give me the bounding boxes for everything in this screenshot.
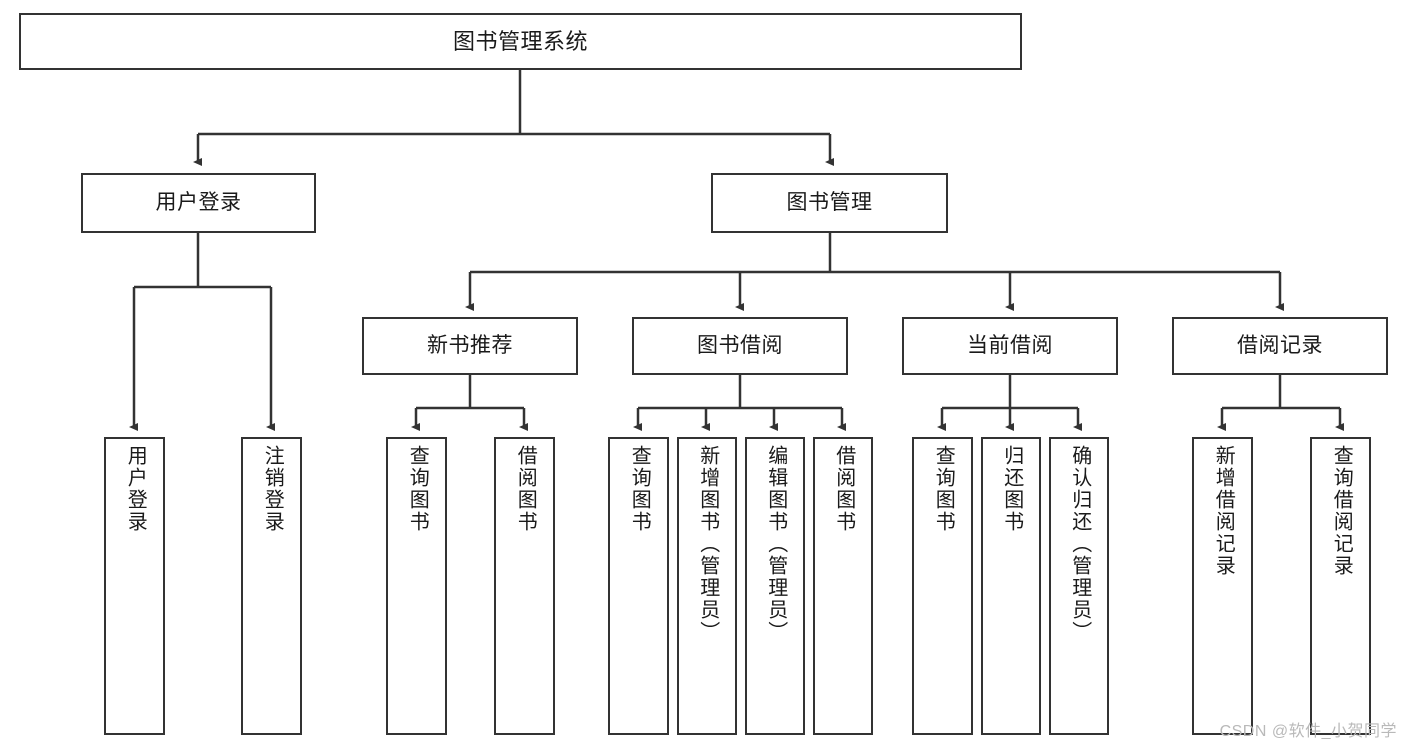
node-borrow-record[interactable]: 借阅记录 — [1172, 317, 1388, 375]
node-label: 用户登录 — [124, 445, 147, 533]
node-book-management[interactable]: 图书管理 — [711, 173, 948, 233]
node-label: 查询图书 — [406, 445, 429, 533]
leaf-borrow-record-add-record[interactable]: 新增借阅记录 — [1192, 437, 1253, 735]
node-label: 用户登录 — [155, 190, 242, 214]
leaf-book-borrow-add-book-admin[interactable]: 新增图书（管理员） — [677, 437, 737, 735]
leaf-new-book-query-book[interactable]: 查询图书 — [386, 437, 447, 735]
node-label: 查询借阅记录 — [1330, 445, 1353, 577]
node-label: 注销登录 — [261, 445, 284, 533]
leaf-borrow-record-query-record[interactable]: 查询借阅记录 — [1310, 437, 1371, 735]
node-root-book-management-system[interactable]: 图书管理系统 — [19, 13, 1022, 70]
node-book-borrow[interactable]: 图书借阅 — [632, 317, 848, 375]
node-label: 借阅图书 — [514, 445, 537, 533]
node-label: 图书管理 — [786, 190, 873, 214]
leaf-user-login-logout[interactable]: 注销登录 — [241, 437, 302, 735]
leaf-current-borrow-return-book[interactable]: 归还图书 — [981, 437, 1041, 735]
node-label: 借阅记录 — [1237, 333, 1323, 357]
node-label: 图书管理系统 — [452, 28, 588, 54]
node-new-book-recommend[interactable]: 新书推荐 — [362, 317, 578, 375]
leaf-new-book-borrow-book[interactable]: 借阅图书 — [494, 437, 555, 735]
node-label: 查询图书 — [628, 445, 651, 533]
node-label: 新增图书（管理员） — [696, 445, 719, 643]
leaf-current-borrow-confirm-return-admin[interactable]: 确认归还（管理员） — [1049, 437, 1109, 735]
csdn-watermark: CSDN @软件_小贺同学 — [1219, 723, 1397, 740]
node-label: 当前借阅 — [967, 333, 1053, 357]
node-current-borrow[interactable]: 当前借阅 — [902, 317, 1118, 375]
leaf-book-borrow-borrow-book[interactable]: 借阅图书 — [813, 437, 873, 735]
node-label: 编辑图书（管理员） — [764, 445, 787, 643]
node-label: 新增借阅记录 — [1212, 445, 1235, 577]
leaf-current-borrow-query-book[interactable]: 查询图书 — [912, 437, 973, 735]
node-label: 图书借阅 — [697, 333, 783, 357]
node-user-login[interactable]: 用户登录 — [81, 173, 316, 233]
node-label: 归还图书 — [1000, 445, 1023, 533]
node-label: 借阅图书 — [832, 445, 855, 533]
node-label: 新书推荐 — [427, 333, 513, 357]
node-label: 查询图书 — [932, 445, 955, 533]
leaf-user-login-login[interactable]: 用户登录 — [104, 437, 165, 735]
node-label: 确认归还（管理员） — [1068, 445, 1091, 643]
leaf-book-borrow-query-book[interactable]: 查询图书 — [608, 437, 669, 735]
leaf-book-borrow-edit-book-admin[interactable]: 编辑图书（管理员） — [745, 437, 805, 735]
